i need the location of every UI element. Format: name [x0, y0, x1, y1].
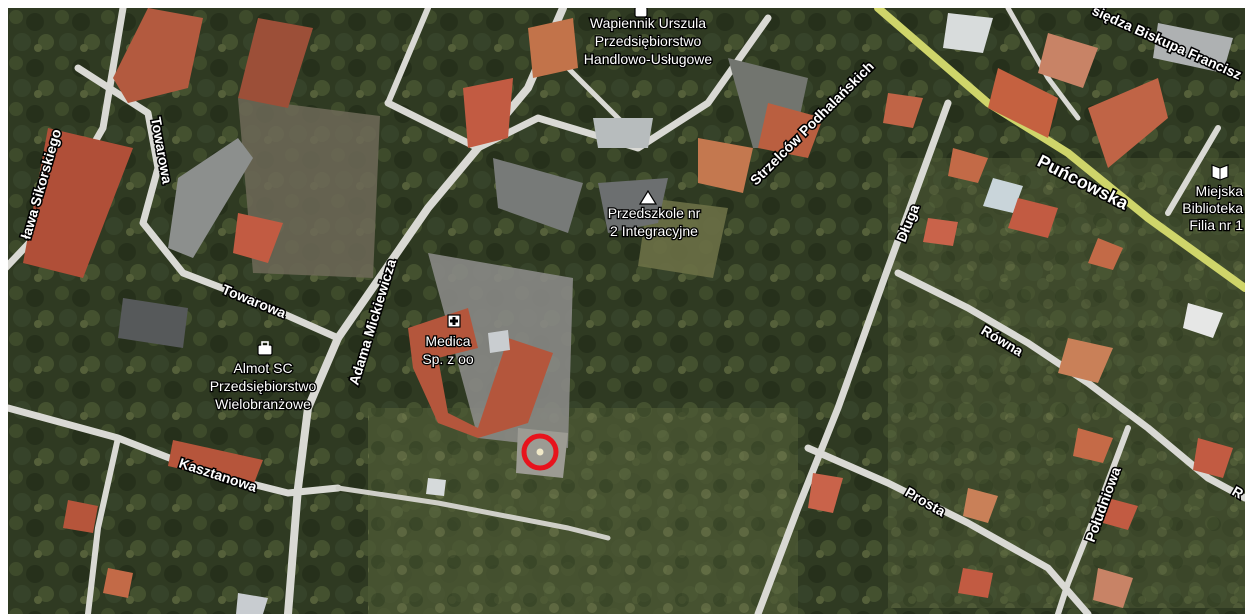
medical-icon: [447, 314, 461, 328]
poi-wapiennik-line-2: Przedsiębiorstwo: [595, 33, 702, 49]
poi-biblioteka-line-2: Biblioteka: [1182, 200, 1243, 216]
poi-biblioteka[interactable]: Miejska Biblioteka Filia nr 1: [1181, 182, 1245, 235]
book-icon: [1211, 164, 1229, 181]
poi-almot-line-2: Przedsiębiorstwo: [210, 378, 317, 394]
road-rowna: [894, 269, 1245, 502]
map-image[interactable]: ława Sikorskiego Towarowa Towarowa Adama…: [8, 8, 1245, 614]
school-icon: [638, 189, 658, 205]
road-prosta: [804, 444, 1092, 614]
road-mickiewicza-south: [284, 334, 342, 614]
poi-almot-line-1: Almot SC: [233, 360, 292, 376]
road-north-branch: [385, 8, 431, 106]
road-poludniowa: [1055, 425, 1131, 614]
poi-wapiennik[interactable]: Wapiennik Urszula Przedsiębiorstwo Handl…: [582, 14, 713, 69]
road-dluga: [754, 99, 952, 614]
poi-biblioteka-line-1: Miejska: [1196, 183, 1244, 199]
poi-biblioteka-line-3: Filia nr 1: [1189, 217, 1243, 233]
buildings: [23, 8, 1233, 614]
road-biskupa-link: [1005, 8, 1081, 121]
poi-almot-line-3: Wielobranżowe: [215, 396, 311, 412]
road-south-west: [85, 435, 121, 614]
satellite-map[interactable]: ława Sikorskiego Towarowa Towarowa Adama…: [8, 8, 1245, 614]
poi-przedszkole-line-2: 2 Integracyjne: [610, 223, 698, 239]
poi-wapiennik-line-1: Wapiennik Urszula: [590, 15, 706, 31]
poi-wapiennik-line-3: Handlowo-Usługowe: [584, 51, 713, 67]
road-strzelcow: [384, 14, 772, 152]
allotment-gardens: [368, 408, 798, 614]
briefcase-icon: [257, 341, 273, 356]
poi-przedszkole[interactable]: Przedszkole nr 2 Integracyjne: [606, 204, 702, 241]
road-network: [8, 8, 1245, 614]
poi-medica-line-2: Sp. z oo: [422, 351, 474, 367]
location-marker[interactable]: [521, 433, 559, 471]
road-biblioteka-lane: [1165, 125, 1221, 216]
road-puncowska: [874, 8, 1245, 292]
poi-medica-line-1: Medica: [425, 333, 470, 349]
road-towarowa: [74, 64, 342, 342]
poi-almot[interactable]: Almot SC Przedsiębiorstwo Wielobranżowe: [208, 359, 317, 414]
road-allotment-lane: [335, 485, 611, 541]
shop-icon: [634, 8, 648, 18]
poi-przedszkole-line-1: Przedszkole nr: [608, 205, 701, 221]
school-playground: [638, 198, 728, 278]
poi-medica[interactable]: Medica Sp. z oo: [421, 332, 475, 369]
